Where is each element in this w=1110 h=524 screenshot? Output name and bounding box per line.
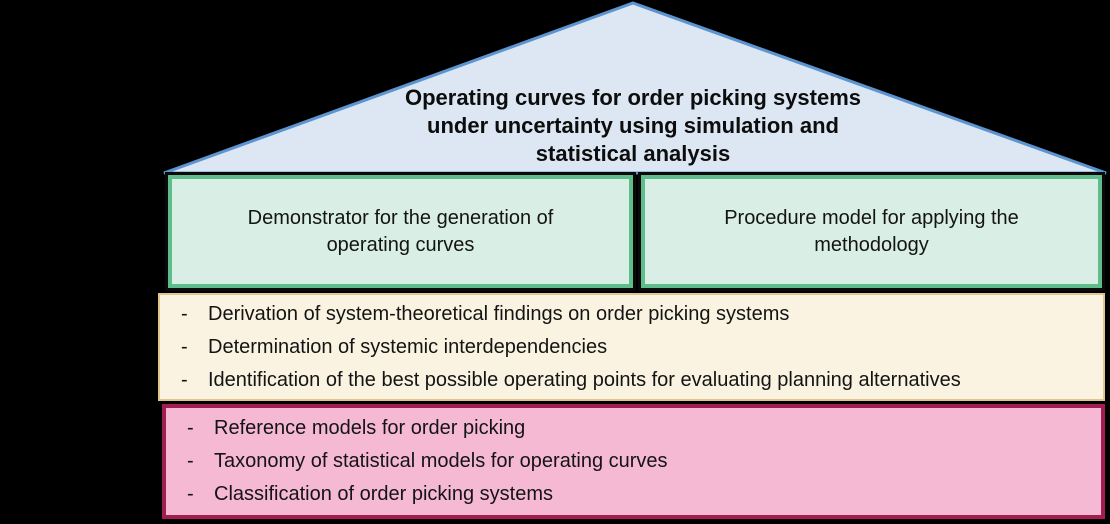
foundation-item: - Classification of order picking system… [166,478,1101,511]
roof-title-line-3: statistical analysis [535,141,731,166]
findings-item: - Determination of systemic interdepende… [160,331,1103,364]
pillar-procedure-model-line-2: methodology [814,233,929,256]
foundation-item: - Reference models for order picking [166,412,1101,445]
findings-item-text: Determination of systemic interdependenc… [208,335,608,358]
bullet-dash: - [187,417,194,439]
foundation-item-text: Taxonomy of statistical models for opera… [214,450,668,472]
pillar-procedure-model-line-1: Procedure model for applying the [724,206,1019,229]
findings-item: - Derivation of system-theoretical findi… [160,298,1103,331]
findings-item-text: Derivation of system-theoretical finding… [208,302,790,325]
bullet-dash: - [187,450,194,472]
roof-title: Operating curves for order picking syste… [353,84,913,168]
bullet-dash: - [181,302,188,325]
pillar-procedure-model: Procedure model for applying the methodo… [638,172,1105,291]
findings-item: - Identification of the best possible op… [160,364,1103,397]
bullet-dash: - [187,483,194,505]
foundation-item: - Taxonomy of statistical models for ope… [166,445,1101,478]
findings-band: - Derivation of system-theoretical findi… [158,293,1105,401]
pillar-demonstrator-line-1: Demonstrator for the generation of [247,206,554,229]
bullet-dash: - [181,368,188,391]
foundation-item-text: Reference models for order picking [214,417,526,439]
pillar-demonstrator-line-2: operating curves [326,233,475,256]
roof-title-line-2: under uncertainty using simulation and [427,113,839,138]
foundation-item-text: Classification of order picking systems [214,483,554,505]
foundation-band: - Reference models for order picking - T… [162,404,1105,519]
pillar-demonstrator: Demonstrator for the generation of opera… [165,172,636,291]
roof-title-line-1: Operating curves for order picking syste… [404,85,862,110]
bullet-dash: - [181,335,188,358]
findings-item-text: Identification of the best possible oper… [208,368,961,391]
